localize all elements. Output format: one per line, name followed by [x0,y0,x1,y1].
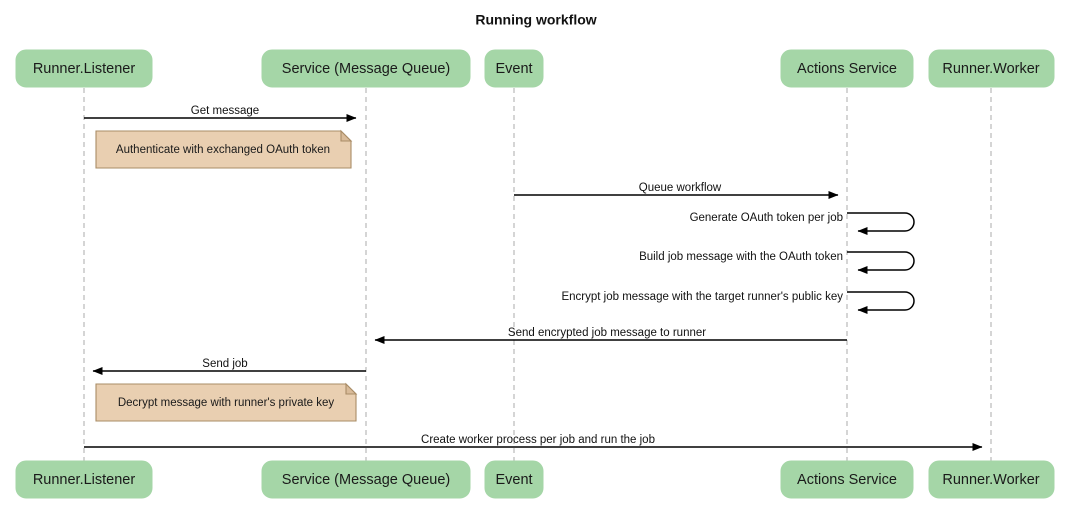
participant-top-actions-service-label: Actions Service [797,61,897,77]
message-label-create-worker-process-per-job-and-run-the-job: Create worker process per job and run th… [421,434,655,446]
participant-bottom-runner-listener[interactable]: Runner.Listener [15,460,153,499]
participant-bottom-runner-worker[interactable]: Runner.Worker [928,460,1055,499]
participant-top-event-label: Event [495,61,532,77]
participant-bottom-event[interactable]: Event [484,460,544,499]
participant-top-service-message-queue[interactable]: Service (Message Queue) [261,49,471,88]
participant-top-actions-service-box [780,49,914,88]
message-send-encrypted-job-message-to-runner[interactable]: Send encrypted job message to runner [374,327,847,344]
participant-top-service-message-queue-box [261,49,471,88]
participant-bottom-service-message-queue-box [261,460,471,499]
message-label-get-message: Get message [191,105,259,117]
notes: Authenticate with exchanged OAuth token … [95,129,358,422]
participant-top-runner-worker[interactable]: Runner.Worker [928,49,1055,88]
message-label-build-job-message-with-the-oauth-token: Build job message with the OAuth token [639,251,843,263]
participant-top-runner-listener[interactable]: Runner.Listener [15,49,153,88]
message-queue-workflow[interactable]: Queue workflow [514,182,839,199]
note-authenticate[interactable]: Authenticate with exchanged OAuth token [95,129,353,169]
message-create-worker-process-per-job-and-run-the-job[interactable]: Create worker process per job and run th… [84,434,983,451]
participant-bottom-runner-listener-box [15,460,153,499]
note-decrypt-label: Decrypt message with runner's private ke… [118,397,335,409]
participant-bottom-actions-service-label: Actions Service [797,472,897,488]
diagram-title: Running workflow [475,12,596,28]
message-label-send-job: Send job [202,358,247,370]
participant-top-event[interactable]: Event [484,49,544,88]
participant-bottom-runner-worker-label: Runner.Worker [942,472,1039,488]
participant-bottom-event-label: Event [495,472,532,488]
messages: Get message Queue workflow Generate OAut… [84,105,983,451]
message-selfloop-generate-oauth-token-per-job [847,212,915,235]
message-send-job[interactable]: Send job [92,358,366,375]
participant-bottom-runner-worker-box [928,460,1055,499]
message-build-job-message-with-the-oauth-token[interactable]: Build job message with the OAuth token [639,251,915,274]
note-authenticate-label: Authenticate with exchanged OAuth token [116,144,330,156]
participant-top-actions-service[interactable]: Actions Service [780,49,914,88]
note-decrypt-fold-icon [345,382,358,395]
participant-bottom-actions-service-box [780,460,914,499]
participant-top-runner-listener-label: Runner.Listener [33,61,136,77]
lifelines [83,88,992,461]
message-generate-oauth-token-per-job[interactable]: Generate OAuth token per job [690,212,915,235]
participant-bottom-service-message-queue[interactable]: Service (Message Queue) [261,460,471,499]
participants-bottom: Runner.Listener Service (Message Queue) … [15,460,1055,499]
note-decrypt-body [95,383,357,422]
participant-bottom-runner-listener-label: Runner.Listener [33,472,136,488]
message-label-send-encrypted-job-message-to-runner: Send encrypted job message to runner [508,327,706,339]
participant-top-runner-worker-label: Runner.Worker [942,61,1039,77]
participant-top-runner-worker-box [928,49,1055,88]
message-get-message[interactable]: Get message [84,105,357,122]
participants-top: Runner.Listener Service (Message Queue) … [15,49,1055,88]
note-authenticate-fold-icon [340,129,353,142]
participant-bottom-service-message-queue-label: Service (Message Queue) [282,472,450,488]
participant-bottom-event-box [484,460,544,499]
note-decrypt[interactable]: Decrypt message with runner's private ke… [95,382,358,422]
participant-bottom-actions-service[interactable]: Actions Service [780,460,914,499]
message-selfloop-build-job-message-with-the-oauth-token [847,251,915,274]
message-encrypt-job-message-with-the-target-runners-public-key[interactable]: Encrypt job message with the target runn… [561,291,915,314]
participant-top-event-box [484,49,544,88]
message-label-queue-workflow: Queue workflow [639,182,722,194]
message-label-generate-oauth-token-per-job: Generate OAuth token per job [690,212,843,224]
message-label-encrypt-job-message-with-the-target-runners-public-key: Encrypt job message with the target runn… [561,291,843,303]
note-authenticate-body [95,130,352,169]
participant-top-runner-listener-box [15,49,153,88]
participant-top-service-message-queue-label: Service (Message Queue) [282,61,450,77]
message-selfloop-encrypt-job-message-with-the-target-runners-public-key [847,291,915,314]
